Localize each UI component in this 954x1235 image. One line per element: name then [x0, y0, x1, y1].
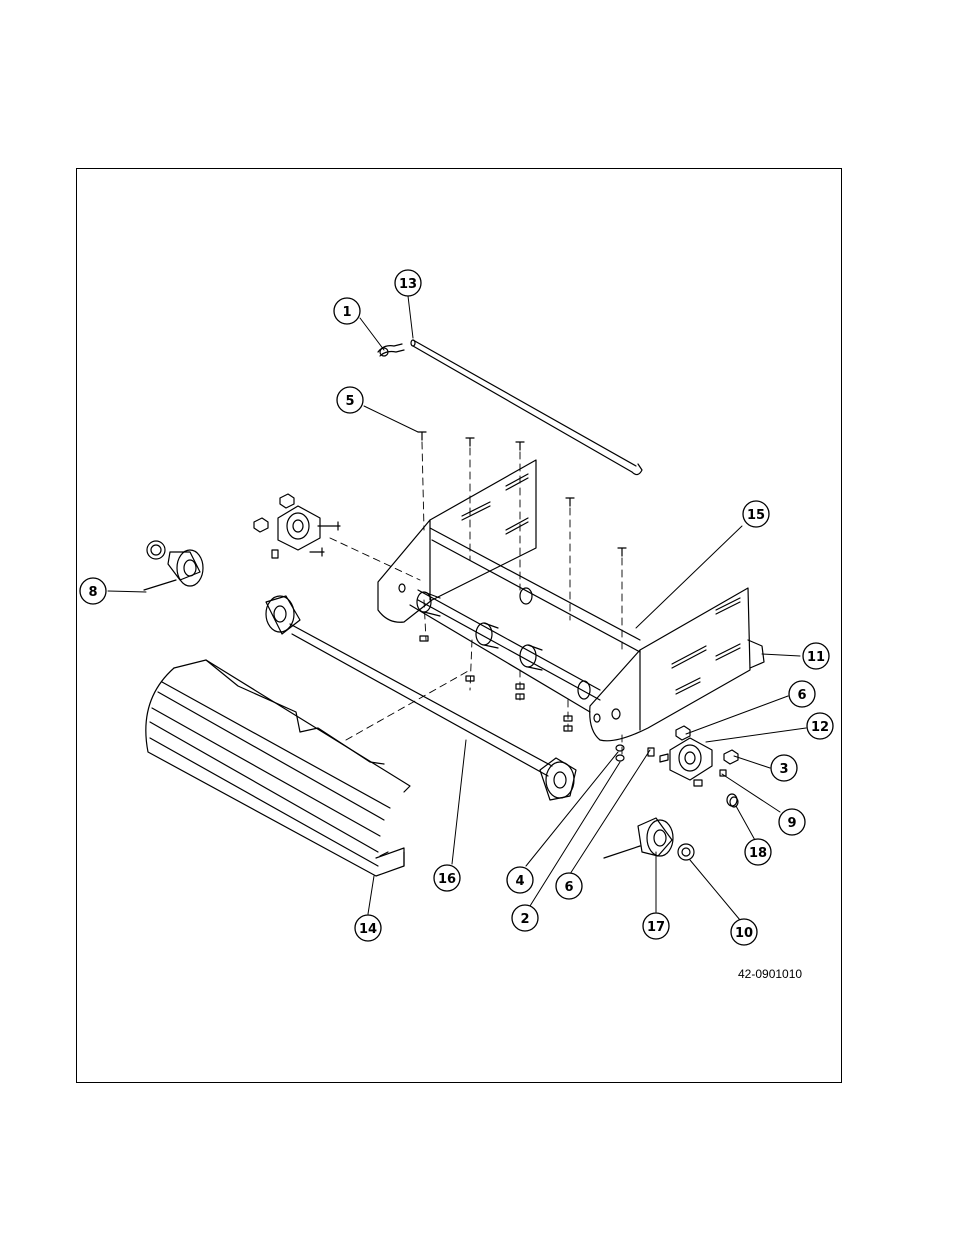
- callout-16-label: 16: [438, 872, 456, 887]
- callout-6-lower: 6: [556, 873, 582, 899]
- callout-17-label: 17: [647, 920, 665, 935]
- main-frame-part: [378, 460, 764, 741]
- callout-6-lower-label: 6: [564, 880, 573, 895]
- callout-6-upper: 6: [789, 681, 815, 707]
- callout-12-label: 12: [811, 720, 829, 735]
- callout-17: 17: [643, 913, 669, 939]
- callout-15-label: 15: [747, 508, 765, 523]
- callout-8-label: 8: [88, 585, 97, 600]
- callout-1: 1: [334, 298, 360, 324]
- callout-3-label: 3: [779, 762, 788, 777]
- callout-15: 15: [743, 501, 769, 527]
- callout-10-label: 10: [735, 926, 753, 941]
- callout-6-upper-label: 6: [797, 688, 806, 703]
- cotter-pin-part: [378, 344, 404, 356]
- callout-16: 16: [434, 865, 460, 891]
- callout-4-label: 4: [515, 874, 524, 889]
- rod-part: [411, 340, 642, 475]
- leader-lines: [108, 296, 806, 920]
- callout-14: 14: [355, 915, 381, 941]
- callout-4: 4: [507, 867, 533, 893]
- right-roller-bearing: [604, 818, 694, 860]
- right-flange-bearing: [648, 726, 738, 786]
- curved-guard-part: [146, 660, 410, 876]
- callout-14-label: 14: [359, 922, 377, 937]
- callout-5: 5: [337, 387, 363, 413]
- callout-11: 11: [803, 643, 829, 669]
- left-roller-bearing: [144, 541, 203, 590]
- callout-2-label: 2: [520, 912, 529, 927]
- callout-1-label: 1: [342, 305, 351, 320]
- callout-9: 9: [779, 809, 805, 835]
- drawing-number: 42-0901010: [738, 967, 802, 981]
- callout-10: 10: [731, 919, 757, 945]
- callout-2: 2: [512, 905, 538, 931]
- callout-9-label: 9: [787, 816, 796, 831]
- callout-8: 8: [80, 578, 106, 604]
- callout-13-label: 13: [399, 277, 417, 292]
- callout-13: 13: [395, 270, 421, 296]
- callout-12: 12: [807, 713, 833, 739]
- callout-5-label: 5: [345, 394, 354, 409]
- grease-fitting-part: [727, 794, 738, 807]
- callout-11-label: 11: [807, 650, 825, 665]
- callout-18-label: 18: [749, 846, 767, 861]
- bolt-centerlines: [330, 442, 622, 758]
- left-flange-bearing: [254, 494, 340, 558]
- callout-3: 3: [771, 755, 797, 781]
- callout-18: 18: [745, 839, 771, 865]
- nuts-under-frame: [420, 636, 572, 731]
